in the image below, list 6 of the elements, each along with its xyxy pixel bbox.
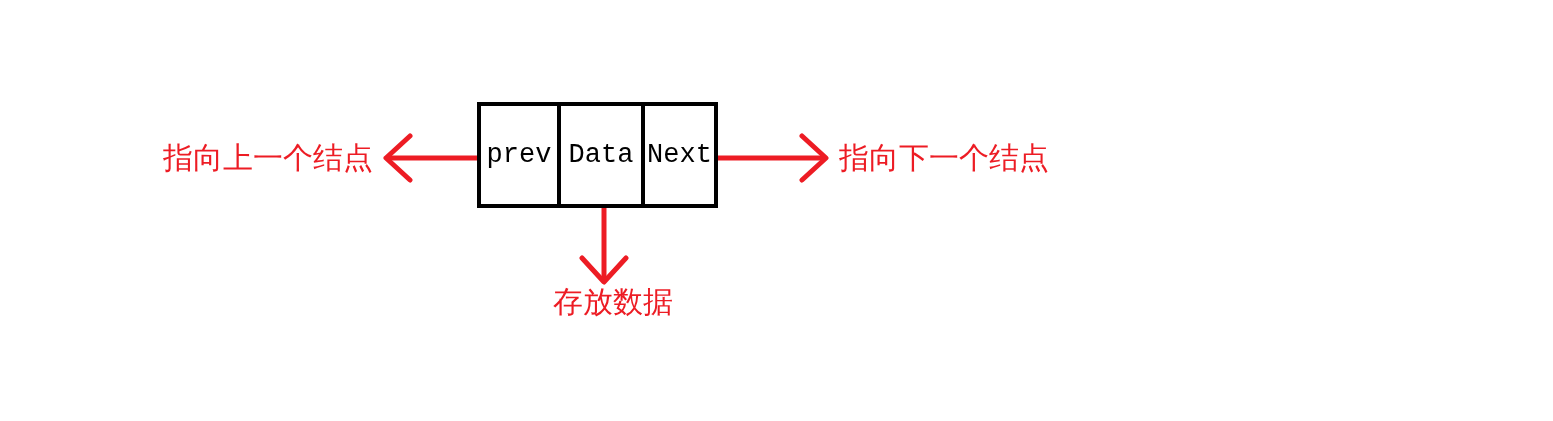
arrow bbox=[383, 133, 477, 183]
annotation-text: 存放数据 bbox=[548, 282, 678, 322]
annotation-text: 指向上一个结点 bbox=[150, 138, 386, 178]
arrow bbox=[718, 133, 829, 183]
annotation-text: 指向下一个结点 bbox=[826, 138, 1062, 178]
arrow bbox=[579, 208, 629, 285]
